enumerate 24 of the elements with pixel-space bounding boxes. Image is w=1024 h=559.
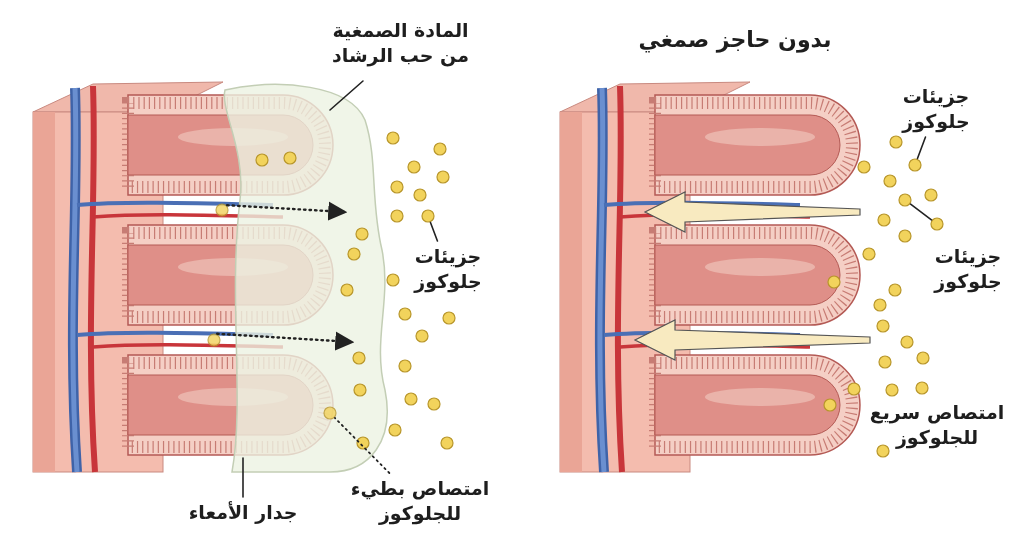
glucose-dot <box>930 217 944 231</box>
glucose-dot <box>421 209 435 223</box>
gel-layer <box>223 83 388 473</box>
leader-line <box>225 201 348 221</box>
leader-line <box>909 203 933 221</box>
panel-heading: بدون حاجز صمغي <box>637 26 833 55</box>
glucose-dot <box>898 193 912 207</box>
glucose-dot <box>207 333 221 347</box>
glucose-dot <box>908 158 922 172</box>
callout-label: جزيئات جلوكوز <box>402 244 494 294</box>
glucose-dot <box>323 406 337 420</box>
leader-line <box>242 457 244 498</box>
callout-label: جزيئات جلوكوز <box>886 84 986 134</box>
callout-label: جدار الأمعاء <box>180 500 306 525</box>
callout-label: امتصاص بطيء للجلوكوز <box>350 476 490 526</box>
glucose-dot <box>215 203 229 217</box>
callout-label: المادة الصمغية من حب الرشاد <box>318 18 483 68</box>
leader-line <box>215 331 355 351</box>
leader-line <box>329 80 364 111</box>
leader-line <box>916 136 927 160</box>
callout-label: امتصاص سريع للجلوكوز <box>868 400 1006 450</box>
callout-label: جزيئات جلوكوز <box>932 244 1003 294</box>
leader-line <box>429 221 439 242</box>
leader-line <box>334 417 391 474</box>
